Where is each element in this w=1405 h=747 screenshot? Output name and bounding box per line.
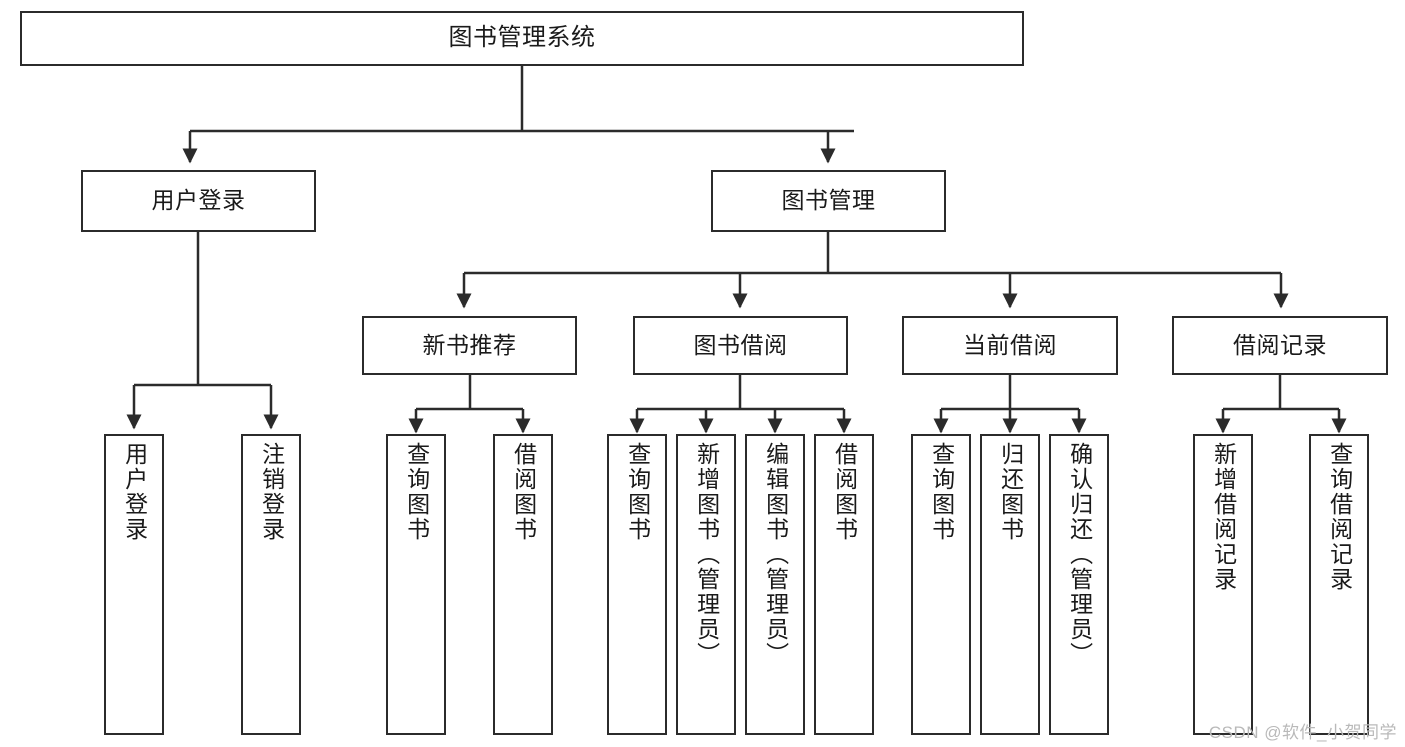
node-label: 新增图书（管理员） — [693, 442, 720, 667]
edge-borrowrecord-to-leaves — [1215, 375, 1347, 434]
node-label: 图书借阅 — [693, 331, 788, 358]
leaf-borrow-add-book-admin[interactable]: 新增图书（管理员） — [676, 434, 736, 735]
node-label: 注销登录 — [258, 442, 285, 542]
node-label: 新书推荐 — [422, 331, 517, 358]
node-book-borrow[interactable]: 图书借阅 — [633, 316, 848, 375]
node-label: 当前借阅 — [963, 331, 1057, 358]
node-label: 确认归还（管理员） — [1066, 442, 1093, 667]
edge-newbook-to-leaves — [408, 375, 531, 434]
node-label: 借阅图书 — [510, 442, 537, 542]
leaf-record-add-record[interactable]: 新增借阅记录 — [1193, 434, 1253, 735]
leaf-current-query-book[interactable]: 查询图书 — [911, 434, 971, 735]
node-label: 查询图书 — [403, 442, 430, 542]
node-borrow-record[interactable]: 借阅记录 — [1172, 316, 1388, 375]
node-label: 新增借阅记录 — [1210, 442, 1237, 592]
leaf-user-login-login[interactable]: 用户登录 — [104, 434, 164, 735]
edge-bookborrow-to-leaves — [629, 375, 852, 434]
edge-currentborrow-to-leaves — [933, 375, 1087, 434]
edge-bookmgmt-to-level3 — [456, 232, 1289, 309]
edge-userlogin-to-leaves — [126, 232, 279, 430]
node-label: 编辑图书（管理员） — [762, 442, 789, 667]
node-label: 图书管理系统 — [448, 24, 596, 52]
node-current-borrow[interactable]: 当前借阅 — [902, 316, 1118, 375]
leaf-borrow-edit-book-admin[interactable]: 编辑图书（管理员） — [745, 434, 805, 735]
node-label: 借阅图书 — [831, 442, 858, 542]
edge-root-to-level2 — [182, 66, 854, 164]
node-label: 查询借阅记录 — [1326, 442, 1353, 592]
node-user-login[interactable]: 用户登录 — [81, 170, 316, 232]
node-label: 归还图书 — [997, 442, 1024, 542]
leaf-record-query-record[interactable]: 查询借阅记录 — [1309, 434, 1369, 735]
node-label: 用户登录 — [151, 187, 246, 214]
node-label: 借阅记录 — [1233, 331, 1327, 358]
node-label: 查询图书 — [928, 442, 955, 542]
node-label: 查询图书 — [624, 442, 651, 542]
node-root-system[interactable]: 图书管理系统 — [20, 11, 1024, 66]
leaf-borrow-borrow-book[interactable]: 借阅图书 — [814, 434, 874, 735]
node-new-book-recommend[interactable]: 新书推荐 — [362, 316, 577, 375]
watermark-text: CSDN @软件_小贺同学 — [1208, 723, 1397, 742]
node-book-management[interactable]: 图书管理 — [711, 170, 946, 232]
leaf-user-login-logout[interactable]: 注销登录 — [241, 434, 301, 735]
node-label: 用户登录 — [121, 442, 148, 542]
node-label: 图书管理 — [781, 187, 876, 214]
leaf-newbook-query-book[interactable]: 查询图书 — [386, 434, 446, 735]
leaf-newbook-borrow-book[interactable]: 借阅图书 — [493, 434, 553, 735]
leaf-current-confirm-return-admin[interactable]: 确认归还（管理员） — [1049, 434, 1109, 735]
leaf-current-return-book[interactable]: 归还图书 — [980, 434, 1040, 735]
leaf-borrow-query-book[interactable]: 查询图书 — [607, 434, 667, 735]
